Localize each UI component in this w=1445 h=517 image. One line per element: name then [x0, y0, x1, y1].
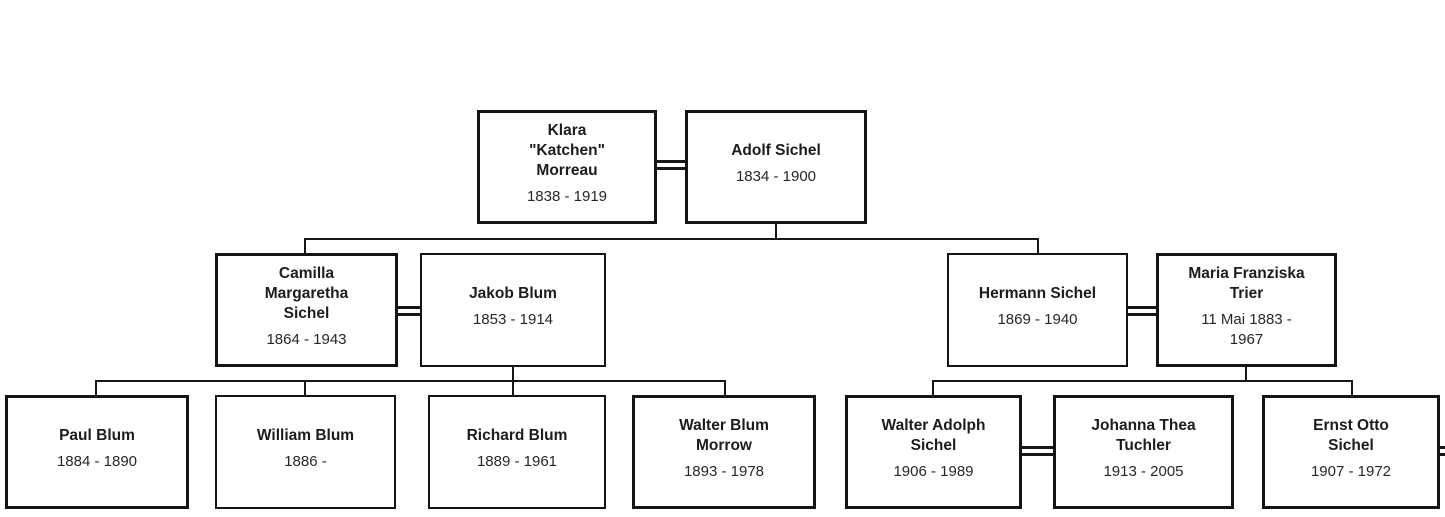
person-name-line: Walter Blum: [679, 417, 769, 434]
sibling-bar-generation-2: [304, 238, 1039, 240]
person-name-line: Sichel: [910, 437, 957, 454]
person-date-line: 1906 - 1989: [893, 463, 974, 480]
person-date-line: 1884 - 1890: [56, 453, 138, 470]
person-box-adolf-sichel[interactable]: Adolf Sichel 1834 - 1900: [685, 110, 867, 224]
person-name-line: Hermann Sichel: [978, 285, 1097, 302]
marriage-camilla-jakob-line-1: [397, 306, 421, 309]
person-name: Jakob Blum: [469, 284, 557, 304]
person-name-line: Morrow: [696, 437, 752, 454]
person-box-klara-morreau[interactable]: Klara "Katchen" Morreau 1838 - 1919: [477, 110, 657, 224]
sibling-bar-sichel-children: [932, 380, 1353, 382]
drop-to-walter-adolph: [932, 380, 934, 396]
person-name-line: William Blum: [256, 427, 355, 444]
person-date-line: 1853 - 1914: [472, 311, 554, 328]
marriage-klara-adolf-line-2: [657, 167, 686, 170]
sibling-bar-blum-children: [95, 380, 726, 382]
descent-maria-vertical: [1245, 367, 1247, 382]
person-name-line: Johanna Thea: [1091, 417, 1196, 434]
marriage-hermann-maria-line-1: [1127, 306, 1157, 309]
person-box-jakob-blum[interactable]: Jakob Blum 1853 - 1914: [420, 253, 606, 367]
marriage-ernst-stub-line-1: [1439, 446, 1445, 449]
person-box-hermann-sichel[interactable]: Hermann Sichel 1869 - 1940: [947, 253, 1128, 367]
person-name: Paul Blum: [59, 426, 135, 446]
person-dates: 1906 - 1989: [893, 462, 973, 482]
marriage-hermann-maria-line-2: [1127, 313, 1157, 316]
person-date-line: 1893 - 1978: [683, 463, 765, 480]
person-dates: 11 Mai 1883 - 1967: [1201, 310, 1292, 350]
person-name: Hermann Sichel: [979, 284, 1096, 304]
person-name: William Blum: [257, 426, 354, 446]
person-date-line: 1834 - 1900: [735, 168, 817, 185]
person-dates: 1838 - 1919: [527, 187, 607, 207]
marriage-walter-johanna-line-2: [1021, 453, 1054, 456]
person-name-line: Sichel: [1328, 437, 1374, 454]
person-date-line: 11 Mai 1883 -: [1201, 311, 1292, 328]
person-date-line: 1913 - 2005: [1103, 463, 1184, 480]
person-date-line: 1869 - 1940: [997, 311, 1078, 328]
person-name-line: Camilla: [278, 265, 335, 282]
person-dates: 1893 - 1978: [684, 462, 764, 482]
marriage-camilla-jakob-line-2: [397, 313, 421, 316]
person-dates: 1884 - 1890: [57, 452, 137, 472]
drop-to-paul: [95, 380, 97, 396]
person-name-line: Sichel: [283, 305, 330, 322]
person-name-line: Ernst Otto: [1313, 417, 1389, 434]
person-date-line: 1889 - 1961: [476, 453, 558, 470]
person-date-line: 1838 - 1919: [526, 188, 608, 205]
person-dates: 1913 - 2005: [1103, 462, 1183, 482]
drop-to-walter-blum-morrow: [724, 380, 726, 396]
person-name: Richard Blum: [467, 426, 568, 446]
person-name: Klara "Katchen" Morreau: [529, 121, 605, 181]
marriage-walter-johanna-line-1: [1021, 446, 1054, 449]
drop-to-william: [304, 380, 306, 396]
person-name-line: "Katchen": [529, 142, 605, 159]
person-name-line: Paul Blum: [59, 427, 135, 444]
drop-to-hermann: [1037, 238, 1039, 254]
person-name: Adolf Sichel: [731, 141, 821, 161]
person-date-line: 1886 -: [284, 453, 327, 470]
person-dates: 1886 -: [284, 452, 327, 472]
person-date-line: 1907 - 1972: [1310, 463, 1392, 480]
person-date-line: 1967: [1229, 331, 1264, 348]
person-date-line: 1864 - 1943: [266, 331, 347, 348]
person-name-line: Tuchler: [1116, 437, 1171, 454]
person-name-line: Klara: [547, 122, 587, 139]
person-box-paul-blum[interactable]: Paul Blum 1884 - 1890: [5, 395, 189, 509]
person-name-line: Trier: [1229, 285, 1264, 302]
person-name-line: Walter Adolph: [881, 417, 986, 434]
person-name-line: Margaretha: [264, 285, 349, 302]
person-name-line: Jakob Blum: [469, 285, 557, 302]
drop-to-camilla: [304, 238, 306, 254]
person-name-line: Adolf Sichel: [731, 142, 821, 159]
person-dates: 1834 - 1900: [736, 167, 816, 187]
person-box-william-blum[interactable]: William Blum 1886 -: [215, 395, 396, 509]
person-dates: 1889 - 1961: [477, 452, 557, 472]
marriage-ernst-stub-line-2: [1439, 453, 1445, 456]
drop-to-ernst-otto: [1351, 380, 1353, 396]
person-box-richard-blum[interactable]: Richard Blum 1889 - 1961: [428, 395, 606, 509]
descent-adolf-vertical: [775, 224, 777, 240]
person-name-line: Richard Blum: [466, 427, 568, 444]
person-name-line: Morreau: [536, 162, 598, 179]
person-dates: 1853 - 1914: [473, 310, 553, 330]
marriage-klara-adolf-line-1: [657, 160, 686, 163]
person-dates: 1869 - 1940: [997, 310, 1077, 330]
person-dates: 1907 - 1972: [1311, 462, 1391, 482]
person-name-line: Maria Franziska: [1188, 265, 1305, 282]
person-dates: 1864 - 1943: [266, 330, 346, 350]
